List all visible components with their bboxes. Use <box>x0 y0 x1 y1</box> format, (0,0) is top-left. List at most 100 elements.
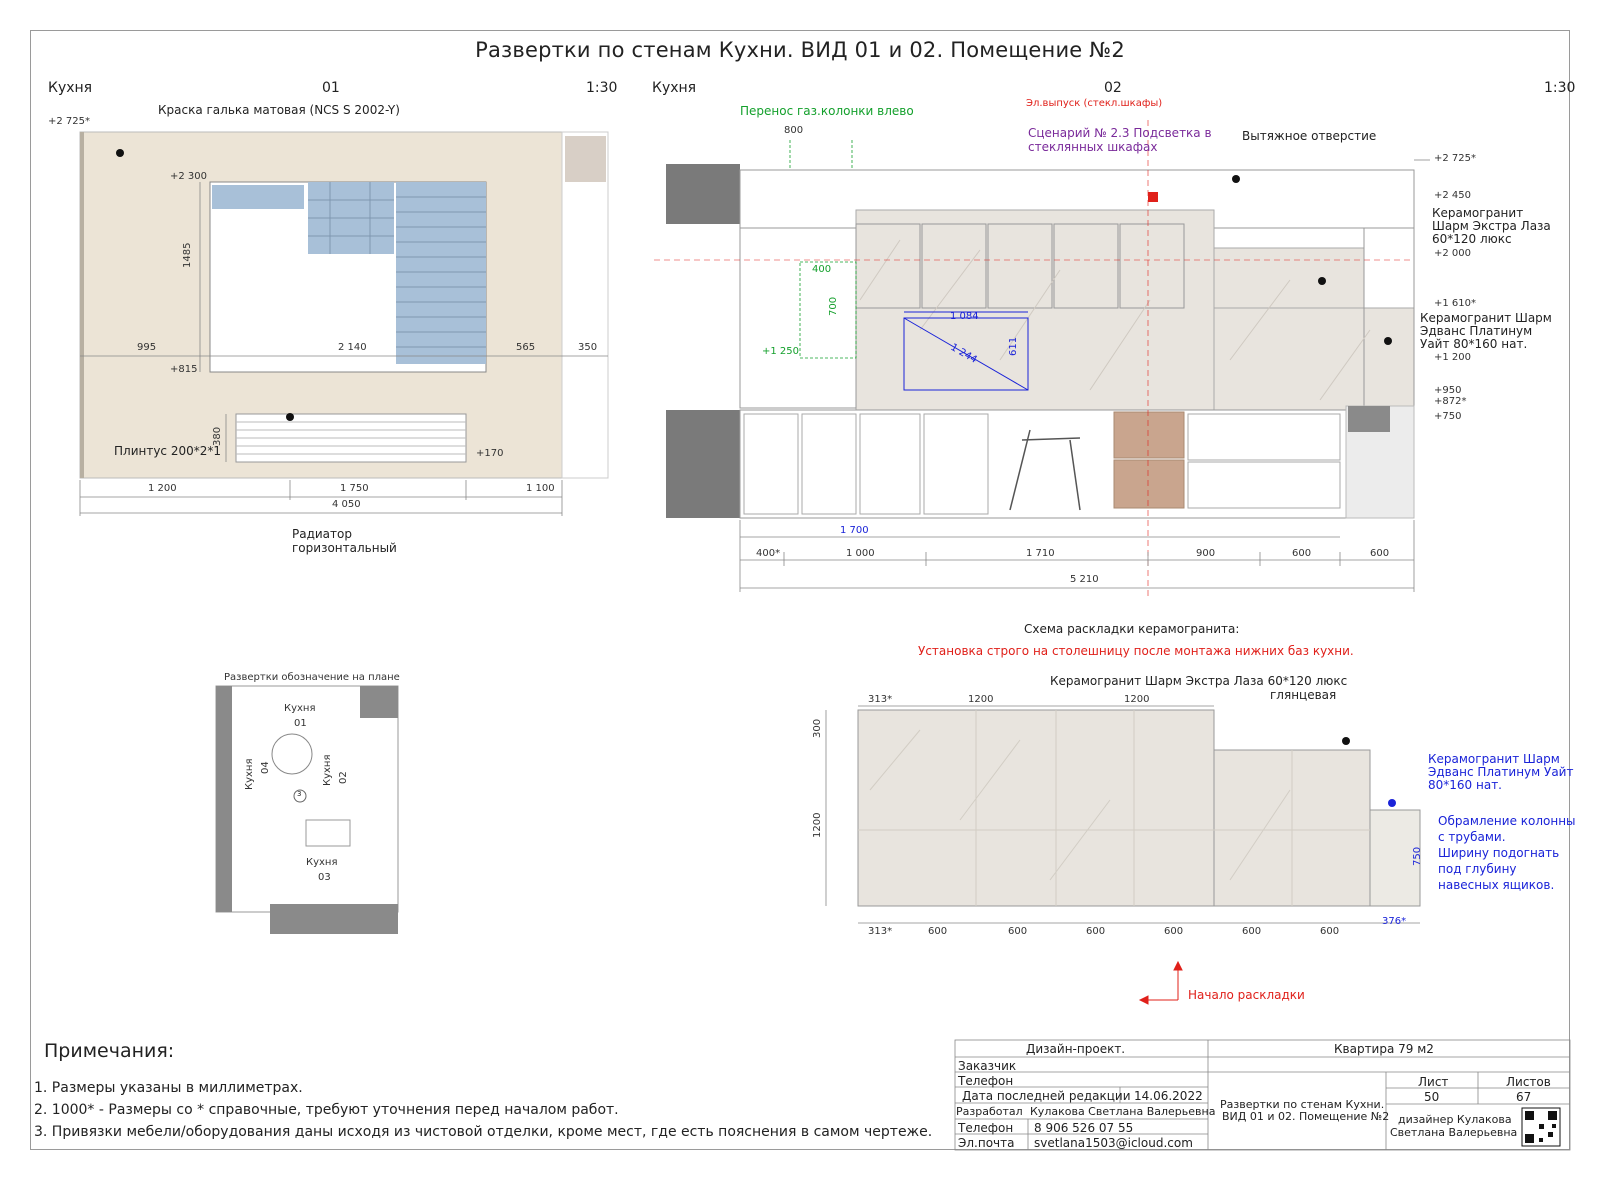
view02-dim-400: 400 <box>812 264 832 275</box>
scheme-tile-marker <box>1342 737 1350 745</box>
view01-dim-1200: 1 200 <box>148 483 177 494</box>
view02-el-note: Эл.выпуск (стекл.шкафы) <box>1026 98 1163 109</box>
view02-scale: 1:30 <box>1544 80 1576 96</box>
stamp-phone: 8 906 526 07 55 <box>1034 1121 1134 1135</box>
view02-lower-fronts <box>743 413 1341 515</box>
plan-table <box>271 733 313 775</box>
view02-dim-400s: 400* <box>756 548 781 559</box>
view01-radiator-label-1: Радиатор <box>292 527 352 541</box>
scheme-column-note-1: Обрамление колонны <box>1438 814 1576 828</box>
plan-mark-02-room: Кухня <box>322 754 333 787</box>
view02-dim-700: 700 <box>828 296 839 316</box>
view01-paint-label: Краска галька матовая (NCS S 2002-Y) <box>158 103 400 117</box>
plan-mark-01-no: 01 <box>294 718 307 729</box>
view02-level-1200: +1 200 <box>1434 352 1472 363</box>
scheme-tile-label-2: глянцевая <box>1270 688 1337 702</box>
view02-level-2000: +2 000 <box>1434 248 1472 259</box>
plan-wall-top-right <box>360 686 398 718</box>
view01-side-panel <box>565 136 606 182</box>
scheme-bottom-dim-313: 313* <box>868 926 893 937</box>
plan-wall-bottom <box>270 904 398 934</box>
view02-level-950: +950 <box>1434 385 1462 396</box>
scheme-column-note-4: под глубину <box>1438 862 1517 876</box>
view02-dim-1700: 1 700 <box>840 525 869 536</box>
plan-wall-left <box>216 686 232 912</box>
plan-circle-number: 3 <box>297 790 302 798</box>
stamp-sheet-title-2: ВИД 01 и 02. Помещение №2 <box>1222 1110 1390 1123</box>
view01-blind-left <box>212 185 304 209</box>
scheme-column-frame <box>1369 809 1421 907</box>
view01-radiator-fins <box>236 421 466 455</box>
view01-scale: 1:30 <box>586 80 618 96</box>
view02-tile2-label-1: Керамогранит Шарм <box>1420 311 1552 325</box>
view02-number: 02 <box>1104 80 1122 96</box>
plan-mark-04-room: Кухня <box>244 758 255 791</box>
stamp-sheets-total: 67 <box>1516 1090 1532 1104</box>
view02-level-2450: +2 450 <box>1434 190 1472 201</box>
view02-gas-lines <box>789 140 857 359</box>
scheme-blue-label-3: 80*160 нат. <box>1428 778 1502 792</box>
scheme-dimension-lines <box>825 705 1420 924</box>
scheme-bottom-dim-600-3: 600 <box>1086 926 1106 937</box>
scheme-tile-joints <box>858 710 1370 906</box>
view02-dim-600-a: 600 <box>1292 548 1312 559</box>
view01-dim-995: 995 <box>137 342 157 353</box>
view02-level-750: +750 <box>1434 411 1462 422</box>
view02-vent-label: Вытяжное отверстие <box>1242 129 1377 143</box>
view02-column-top <box>666 164 740 224</box>
scheme-warning: Установка строго на столешницу после мон… <box>918 644 1354 658</box>
view02-scenario-1: Сценарий № 2.3 Подсветка в <box>1028 126 1212 140</box>
view01-left-edge <box>80 132 84 478</box>
view01-side-wall <box>561 131 609 479</box>
view02-dim-900: 900 <box>1196 548 1216 559</box>
plan-counter <box>305 819 351 847</box>
scheme-column-note-5: навесных ящиков. <box>1438 878 1555 892</box>
stamp-email: svetlana1503@icloud.com <box>1034 1136 1193 1150</box>
scheme-column-note-2: с трубами. <box>1438 830 1506 844</box>
view02-tile1-marker <box>1318 277 1326 285</box>
scheme-start-arrows <box>1138 960 1183 1005</box>
view02-gas-note: Перенос газ.колонки влево <box>740 104 914 118</box>
sheet-frame <box>30 30 1570 1150</box>
view01-dim-350: 350 <box>578 342 598 353</box>
stamp-phone2-label: Телефон <box>958 1121 1014 1135</box>
scheme-top-dim-1200-b: 1200 <box>1124 694 1150 705</box>
view01-blind-slats <box>308 182 486 348</box>
view02-dim-total: 5 210 <box>1070 574 1099 585</box>
view02-tile2-label-3: Уайт 80*160 нат. <box>1420 337 1528 351</box>
scheme-blue-marker <box>1388 799 1396 807</box>
note-2: 2. 1000* - Размеры со * справочные, треб… <box>34 1102 619 1118</box>
plan-mark-03-room: Кухня <box>306 857 338 868</box>
view02-tile1-label-1: Керамогранит <box>1432 206 1524 220</box>
view01-room: Кухня <box>48 80 93 96</box>
view01-blind-right <box>396 182 486 364</box>
view02-level-1250: +1 250 <box>762 346 800 357</box>
view02-dim-800: 800 <box>784 125 804 136</box>
view01-level-window-top: +2 300 <box>170 171 208 182</box>
view02-tile-lower-right <box>1213 307 1415 411</box>
stamp-phone-label: Телефон <box>958 1074 1014 1088</box>
view02-dim-1710: 1 710 <box>1026 548 1055 559</box>
scheme-tile-label-1: Керамогранит Шарм Экстра Лаза 60*120 люк… <box>1050 674 1348 688</box>
view01-dim-2140: 2 140 <box>338 342 367 353</box>
view01-level-radiator: +170 <box>476 448 504 459</box>
stamp-grid <box>954 1039 1571 1151</box>
scheme-top-dim-313: 313* <box>868 694 893 705</box>
plan-circle-mark <box>293 789 307 803</box>
plan-mark-02-no: 02 <box>338 771 349 784</box>
view01-radiator-marker <box>286 413 294 421</box>
view02-dim-1084: 1 084 <box>950 311 979 322</box>
scheme-column-note-3: Ширину подогнать <box>1438 846 1560 860</box>
note-1: 1. Размеры указаны в миллиметрах. <box>34 1080 303 1096</box>
scheme-bottom-dim-600-5: 600 <box>1242 926 1262 937</box>
plan-mark-01-room: Кухня <box>284 703 316 714</box>
note-3: 3. Привязки мебели/оборудования даны исх… <box>34 1124 933 1140</box>
view02-level-1610: +1 610* <box>1434 298 1477 309</box>
scheme-blue-label-1: Керамогранит Шарм <box>1428 752 1560 766</box>
stamp-project: Дизайн-проект. <box>1026 1042 1126 1056</box>
stamp-sheet-number: 50 <box>1424 1090 1440 1104</box>
view01-level-top: +2 725* <box>48 116 91 127</box>
view02-tile-veins <box>859 239 1371 401</box>
view01-dim-565: 565 <box>516 342 536 353</box>
view01-radiator-label-2: горизонтальный <box>292 541 397 555</box>
